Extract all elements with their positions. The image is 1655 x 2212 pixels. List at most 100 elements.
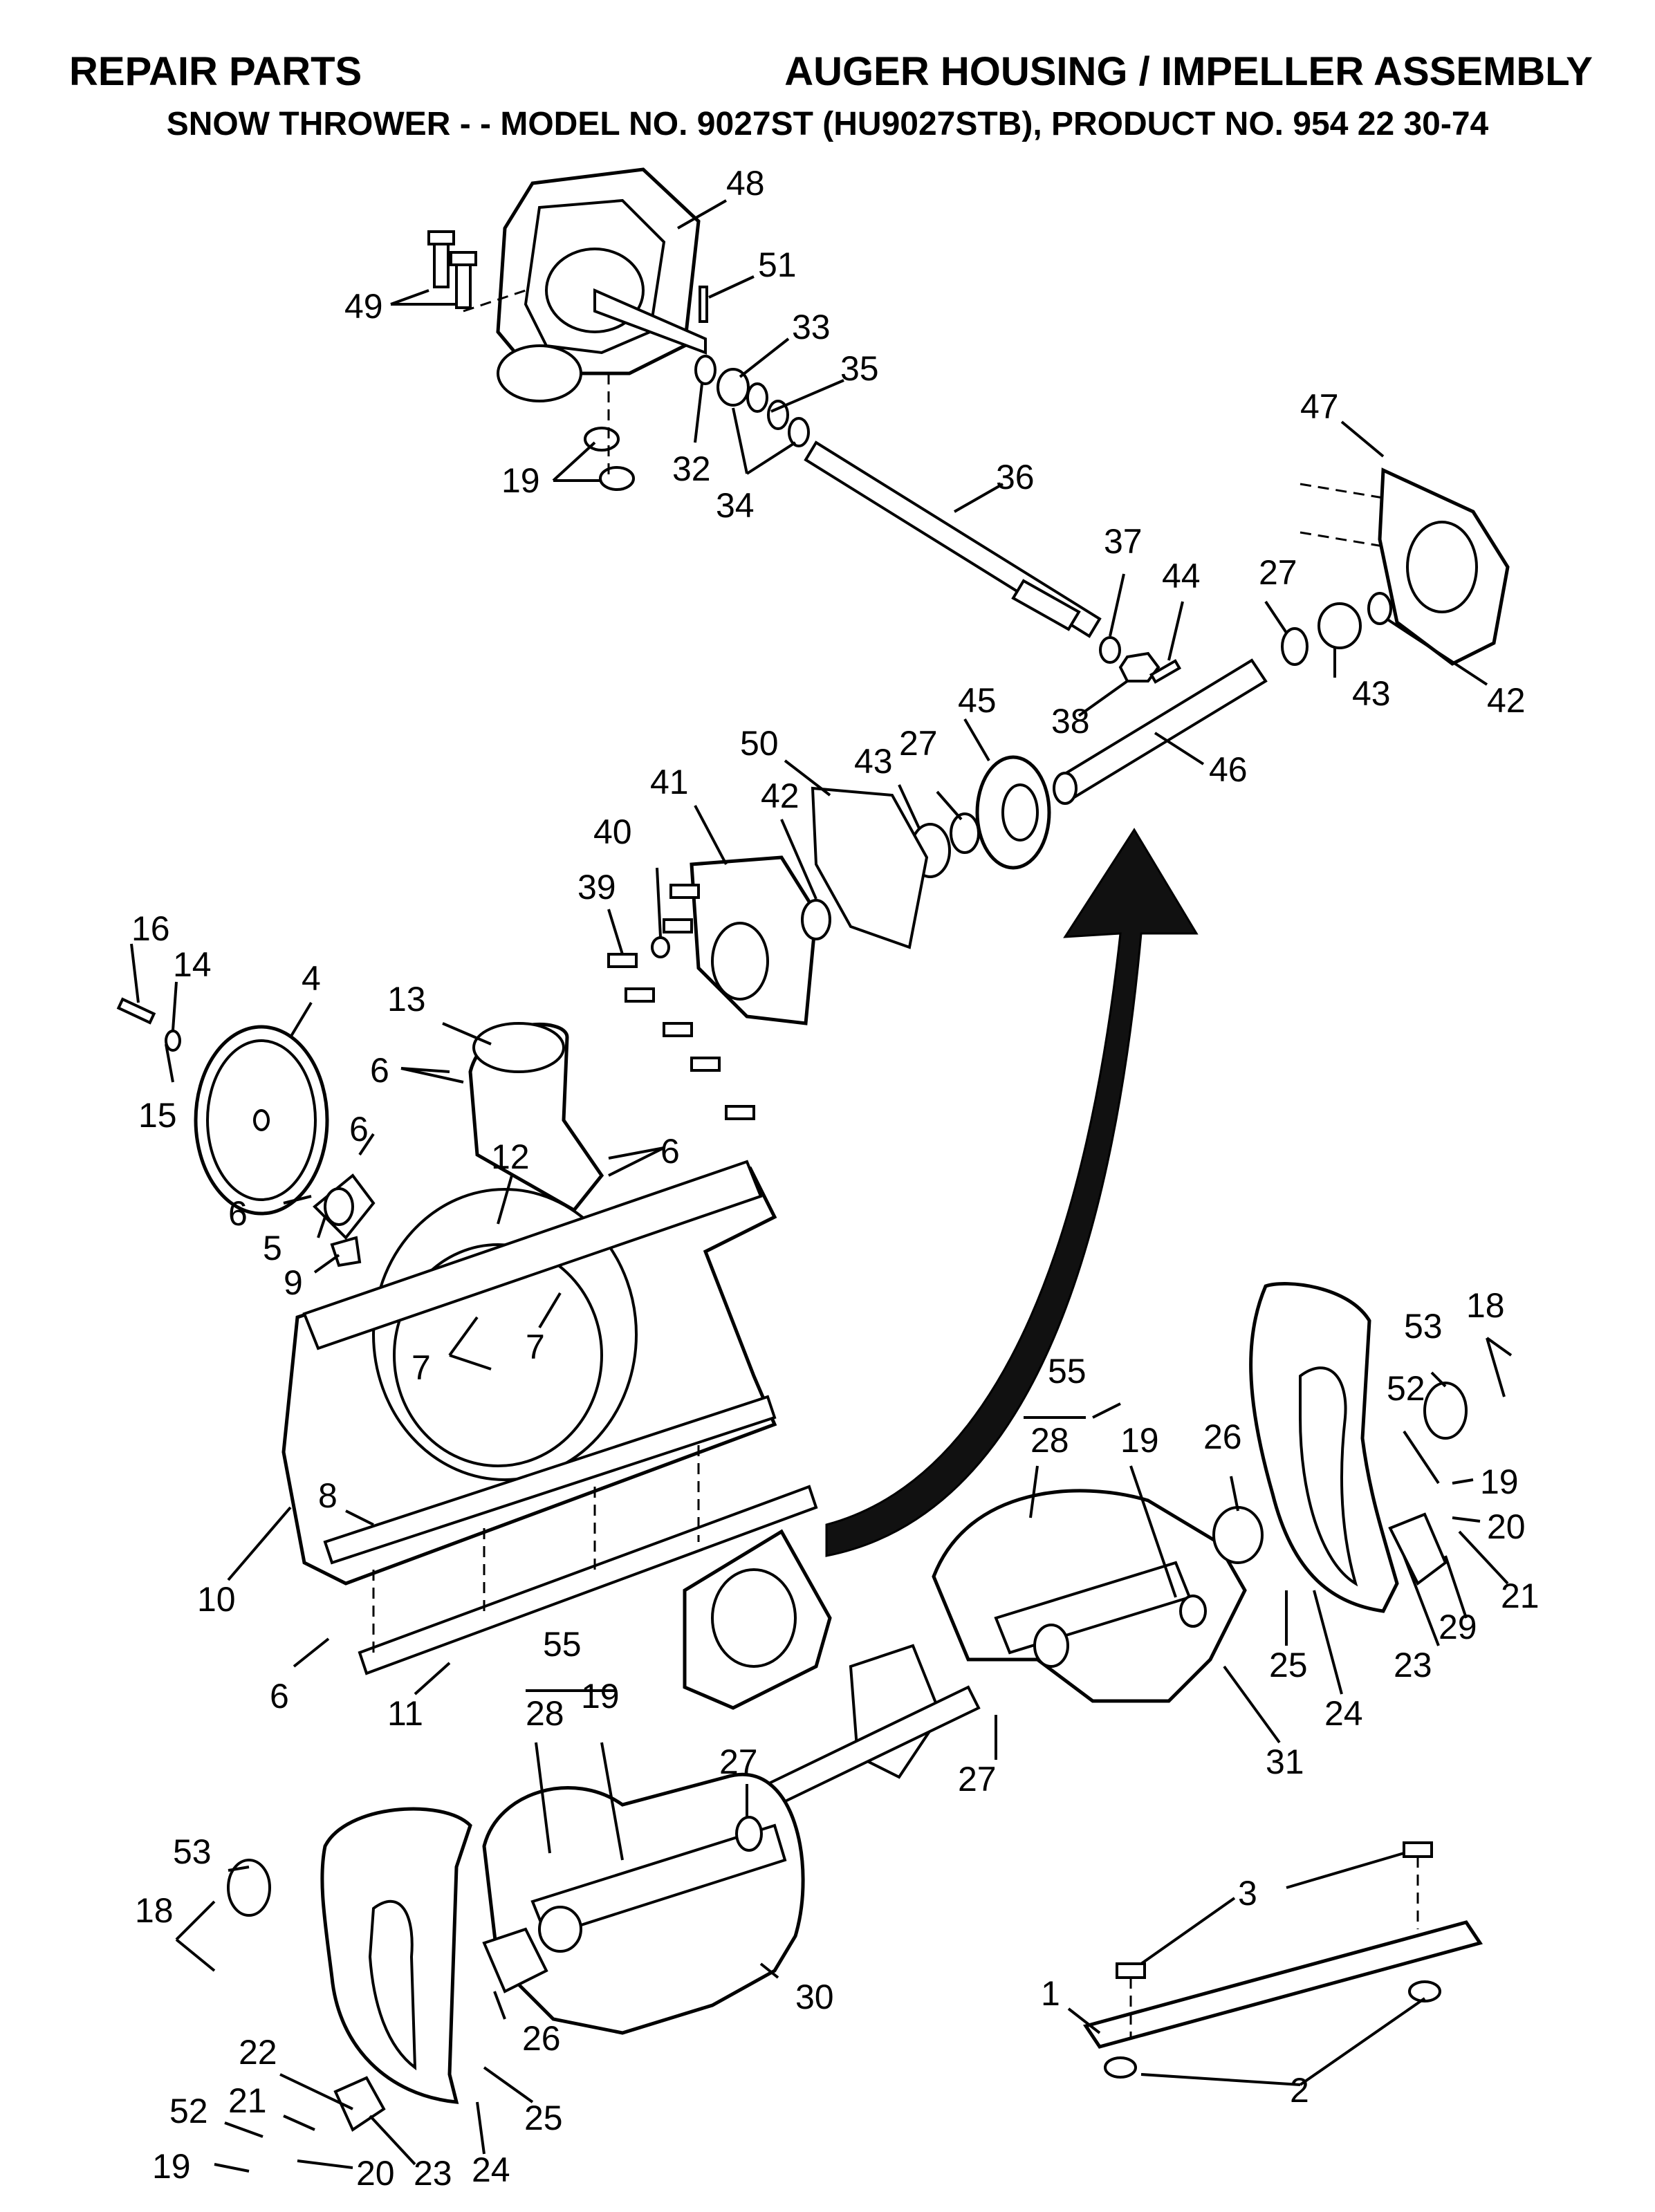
callout-27-right: 27	[1259, 553, 1297, 592]
gear-case-cover-47-part	[1300, 467, 1510, 666]
pin-51-part	[699, 286, 708, 323]
auger-left-30-part	[482, 1772, 805, 2035]
callout-23-right: 23	[1394, 1646, 1432, 1684]
callout-18-left: 18	[135, 1891, 174, 1930]
callout-53-right: 53	[1404, 1307, 1443, 1346]
callout-19-left: 19	[152, 2147, 191, 2186]
housing-bolts-part	[607, 884, 755, 1120]
callout-27-gear: 27	[899, 724, 938, 763]
leader-lines	[130, 199, 1513, 2173]
worm-gear-45-part	[909, 755, 1051, 878]
callout-36: 36	[996, 458, 1035, 496]
callout-27-auger-right: 27	[958, 1760, 997, 1799]
discharge-chute-13-part	[468, 1022, 604, 1213]
callout-6-chute: 6	[370, 1051, 389, 1090]
callout-1: 1	[1041, 1974, 1060, 2013]
callout-22: 22	[239, 2033, 277, 2072]
callout-41: 41	[650, 763, 689, 801]
shaft-washers-part	[694, 355, 810, 447]
callout-24-right: 24	[1324, 1694, 1363, 1733]
callout-28-right: 28	[1030, 1421, 1069, 1460]
callout-45: 45	[958, 681, 997, 720]
callout-21-left: 21	[228, 2081, 267, 2120]
discharge-housing-part	[496, 167, 707, 402]
callout-7-left: 7	[412, 1348, 431, 1387]
bolts-49-part	[427, 230, 526, 313]
callout-26-left: 26	[522, 2019, 561, 2058]
callout-15: 15	[138, 1096, 177, 1135]
auger-housing-10-part	[281, 1160, 777, 1586]
callout-6-housing: 6	[660, 1132, 680, 1171]
callout-34: 34	[716, 486, 755, 525]
callout-24-left: 24	[472, 2150, 510, 2189]
nut-19-top-part	[584, 373, 635, 491]
callout-9: 9	[284, 1263, 303, 1302]
callout-52-right: 52	[1387, 1369, 1425, 1408]
callout-46: 46	[1209, 750, 1248, 789]
callout-10: 10	[197, 1580, 236, 1619]
callout-6-flange: 6	[349, 1110, 369, 1149]
callout-49: 49	[344, 287, 383, 326]
callout-42-gear: 42	[761, 777, 799, 815]
callout-35: 35	[840, 349, 879, 388]
callout-50: 50	[740, 724, 779, 763]
callout-3: 3	[1238, 1874, 1257, 1913]
callout-37: 37	[1104, 522, 1143, 561]
auger-right-31-part	[932, 1489, 1247, 1703]
callout-25-right: 25	[1269, 1646, 1308, 1684]
impeller-shaft-36-part	[804, 440, 1102, 638]
side-plate-left-part	[227, 1807, 548, 2132]
gear-housing-41-part	[690, 786, 929, 1025]
callout-19-auger-left: 19	[581, 1677, 620, 1716]
header-left-title: REPAIR PARTS	[69, 49, 362, 94]
callout-19-top: 19	[501, 461, 540, 500]
gearbox-assembly-part	[683, 1529, 981, 1807]
callout-55-left: 55	[543, 1625, 582, 1664]
pulley-4-part	[116, 997, 329, 1216]
callout-26-right: 26	[1203, 1418, 1242, 1456]
callout-4: 4	[302, 959, 321, 998]
callout-42-right: 42	[1487, 681, 1526, 720]
callout-8: 8	[318, 1476, 338, 1515]
callout-52-left: 52	[169, 2092, 208, 2130]
callout-7-right: 7	[526, 1328, 545, 1366]
callout-18-right: 18	[1466, 1286, 1505, 1325]
skid-shoe-part	[1082, 1841, 1483, 2079]
callout-12: 12	[491, 1137, 530, 1176]
callout-51: 51	[758, 245, 797, 284]
callout-33: 33	[792, 308, 831, 346]
header-right-title: AUGER HOUSING / IMPELLER ASSEMBLY	[784, 49, 1593, 94]
callout-13: 13	[387, 980, 426, 1019]
callout-16: 16	[131, 909, 170, 948]
direction-arrow	[825, 828, 1199, 1557]
callout-2: 2	[1290, 2071, 1309, 2110]
callout-43-gear: 43	[854, 742, 893, 781]
callout-6-left: 6	[228, 1194, 248, 1233]
callout-29: 29	[1439, 1608, 1477, 1646]
callout-19-right: 19	[1480, 1462, 1519, 1501]
callout-32: 32	[672, 449, 711, 488]
worm-gear-parts	[1099, 636, 1182, 684]
callout-20-right: 20	[1487, 1507, 1526, 1546]
callout-labels: 48 49 51 33 35 32 34 19 36 47 37 44 27 3…	[131, 164, 1540, 2193]
callout-19-auger-right: 19	[1120, 1421, 1159, 1460]
callout-28-left: 28	[526, 1694, 564, 1733]
callout-43-right: 43	[1352, 674, 1391, 713]
callout-47: 47	[1300, 387, 1339, 426]
auger-axle-46-part	[1053, 658, 1268, 805]
callout-20-left: 20	[356, 2154, 395, 2193]
callout-23-left: 23	[414, 2154, 452, 2193]
callout-31: 31	[1266, 1742, 1304, 1781]
shave-plate-11-part	[323, 1395, 818, 1675]
bearing-parts-right	[1281, 592, 1392, 666]
bearing-flange-5-part	[313, 1173, 376, 1267]
callout-39: 39	[577, 868, 616, 907]
callout-53-left: 53	[173, 1832, 212, 1871]
callout-40: 40	[593, 812, 632, 851]
callout-38: 38	[1051, 702, 1090, 741]
callout-30: 30	[795, 1978, 834, 2016]
callout-6-bottom: 6	[270, 1677, 289, 1716]
callout-55-right: 55	[1048, 1352, 1087, 1391]
callout-5: 5	[263, 1229, 282, 1267]
